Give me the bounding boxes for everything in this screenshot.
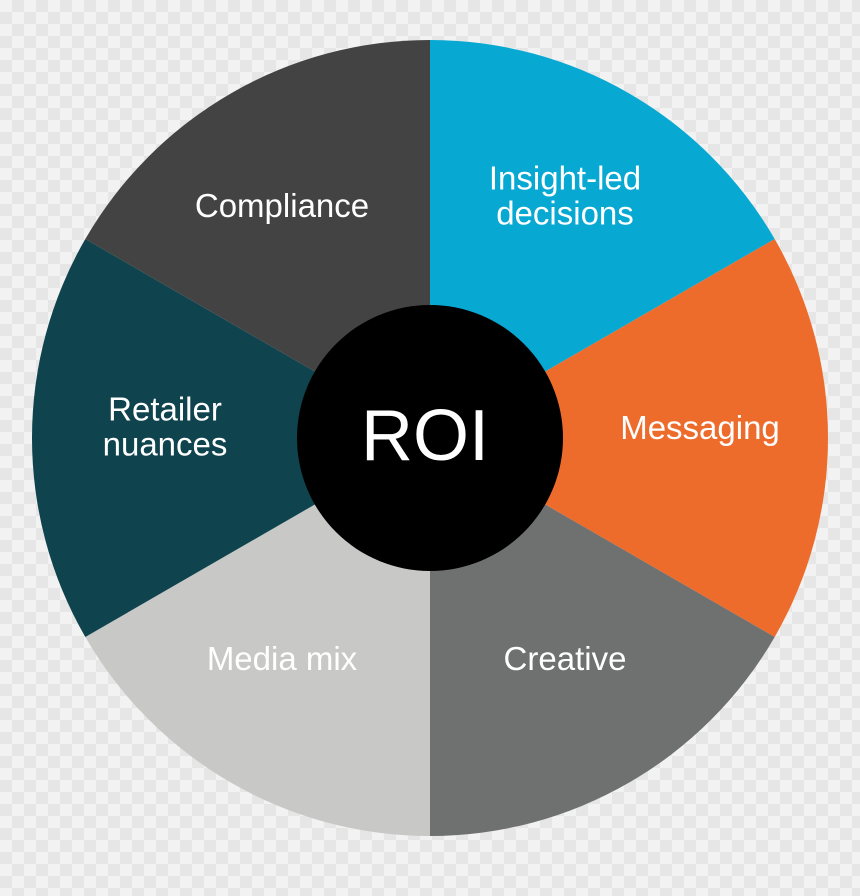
segment-label-media-mix: Media mix [207, 640, 358, 677]
segment-label-line: Compliance [195, 187, 369, 224]
segment-label-creative: Creative [504, 640, 627, 677]
segment-messaging [430, 239, 829, 637]
segment-label-line: nuances [103, 426, 228, 463]
segment-label-compliance: Compliance [195, 187, 369, 224]
roi-center-hub [297, 305, 563, 571]
segment-label-line: Retailer [108, 391, 222, 428]
segment-label-messaging: Messaging [620, 409, 780, 446]
segment-label-line: Media mix [207, 640, 358, 677]
segment-label-line: decisions [496, 195, 634, 232]
roi-center-label: ROI [361, 396, 489, 476]
segment-label-line: Creative [504, 640, 627, 677]
segment-label-line: Messaging [620, 409, 780, 446]
segment-label-line: Insight-led [489, 160, 641, 197]
segment-retailer-nuances [31, 239, 430, 637]
